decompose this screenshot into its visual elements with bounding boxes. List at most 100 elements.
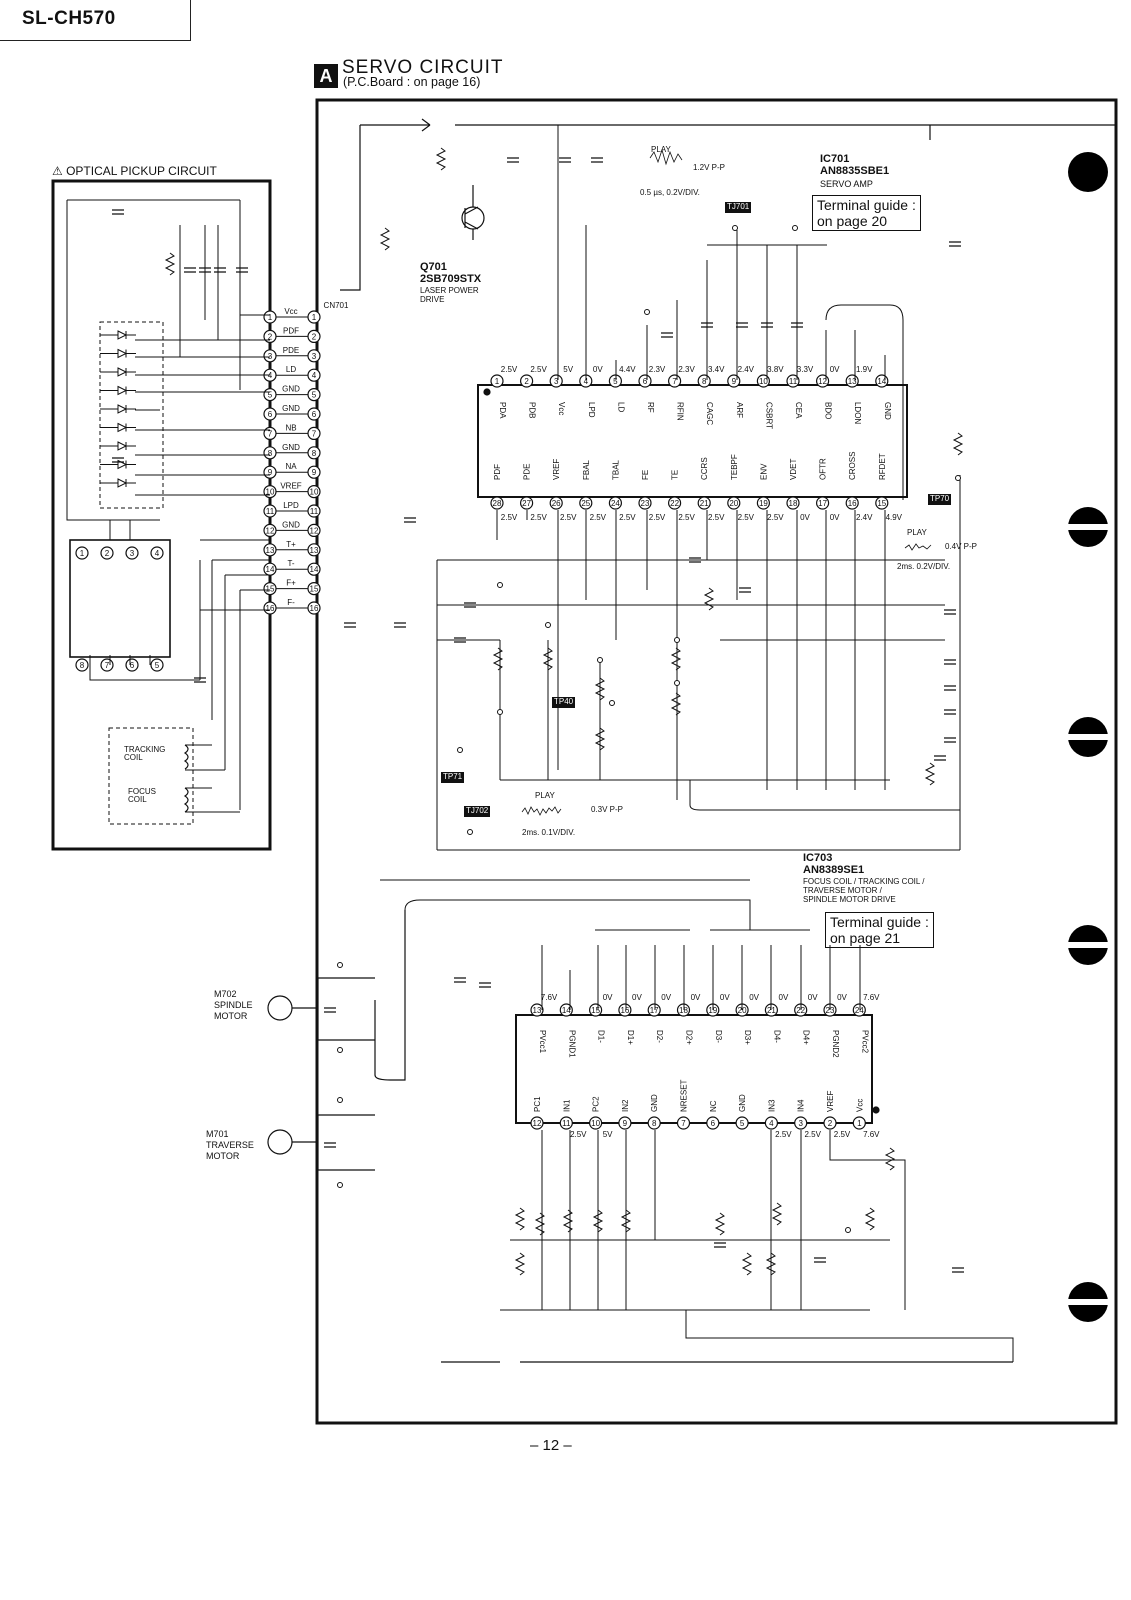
ic701-terminal-guide: Terminal guide :on page 20 [812,195,921,232]
5v-arrow [421,118,431,132]
capacitor-symbol [689,557,701,563]
cn701-pin-right-2-number: 2 [312,332,317,341]
resistor-symbol [379,227,391,251]
cn701-pin-left-9-number: 9 [268,468,273,477]
ic701-pin-voltage: 2.3V [678,365,695,374]
ic703-pin-14-number: 14 [562,1006,571,1015]
ic703-wires [380,879,1014,1362]
punch-hole [1068,925,1108,965]
ic701-pin-16-circle [845,496,859,510]
ic701-pin-label: ENV [759,463,768,480]
ic701-pin1-dot [483,388,491,396]
ic703-pin-9-circle [618,1116,632,1130]
capacitor-symbol [199,267,211,273]
cn701-pin-label: PDF [283,326,299,335]
waveform-1-scale: 0.5 µs, 0.2V/DIV. [640,188,700,197]
tp70-box: TP70 [928,494,952,505]
capacitor-symbol [944,709,956,715]
resistor-symbol [594,727,606,751]
ic703-pin-16-number: 16 [620,1006,629,1015]
ic703-pin-voltage: 2.5V [570,1130,587,1139]
ic701-pin-7-circle [667,374,682,388]
ic703-desc-3: SPINDLE MOTOR DRIVE [803,895,896,904]
capacitor-symbol [736,322,748,328]
capacitor-symbol [194,677,206,683]
ic703-pin-6-number: 6 [711,1119,716,1128]
capacitor-symbol [324,1142,336,1148]
ic701-pin-voltage: 2.5V [619,513,636,522]
ic701-pin-label: GND [883,402,892,420]
cn701-pin-label: T+ [286,540,296,549]
waveform-trace [521,806,562,816]
pickup-ic-pin-1-number: 1 [80,549,85,558]
capacitor-symbol [454,637,466,643]
ic703-pin-voltage: 0V [837,993,847,1002]
section-title: SERVO CIRCUIT [342,57,504,78]
ic703-pin-label: D3- [714,1030,723,1043]
ic703-pin-9-number: 9 [623,1119,628,1128]
ic701-pin-4-number: 4 [584,377,589,386]
cn701-pin-label: PDE [283,346,299,355]
test-point-marker [845,1227,851,1233]
capacitor-symbol [814,1257,826,1263]
motors [267,910,406,1171]
capacitor-symbol [394,622,406,628]
capacitor-symbol [944,659,956,665]
q701-transistor [461,185,485,240]
waveform-1-value: 1.2V P-P [693,163,726,172]
cn701-pin-label: T- [287,559,294,568]
ic703-pin-12-number: 12 [533,1119,542,1128]
ic701-pin-voltage: 2.5V [560,513,577,522]
ic703-pin-12-circle [530,1116,544,1130]
capacitor-symbol [952,1267,964,1273]
ic703-pin-22-number: 22 [796,1006,805,1015]
ic703-pin-24-number: 24 [855,1006,864,1015]
resistor-symbol [924,762,936,786]
diode-symbol [117,441,128,451]
ic701-pin-voltage: 0V [800,513,810,522]
cn701-pin-right-11-number: 11 [310,507,319,516]
cn701-pin-left-13-number: 13 [266,546,275,555]
q701-desc-2: DRIVE [420,295,445,304]
ic703-pin-8-circle [647,1116,661,1130]
ic703-pin-voltage: 2.5V [834,1130,851,1139]
passive-parts [100,147,964,1276]
pickup-ic-pin-3-circle [125,546,139,560]
ic701-pin-6-circle [638,374,652,388]
ic703-pin-label: D2+ [685,1030,694,1045]
capacitor-symbol [479,982,491,988]
cn701-pin-right-15-number: 15 [310,585,319,594]
punch-hole [1068,152,1108,192]
ic703-pin-2-circle [823,1116,837,1130]
ic701-pin-voltage: 2.5V [767,513,784,522]
diode-symbol [117,478,128,488]
resistor-symbol [771,1202,783,1226]
capacitor-symbol [944,737,956,743]
ic701-pin-22-circle [667,496,682,510]
test-point-marker [497,709,503,715]
ic701-pin-22-number: 22 [670,499,679,508]
test-point-marker [497,582,503,588]
ic701-pin-11-circle [786,374,800,388]
test-point-marker [609,700,615,706]
tracking-coil-winding [183,744,189,770]
ic701-pin-label: Vcc [557,402,566,415]
cn701-pin-left-12-number: 12 [266,526,275,535]
ic703-pin-2-number: 2 [828,1119,833,1128]
tp71-box: TP71 [441,772,465,783]
test-point-marker [337,1182,343,1188]
ic701-desc: SERVO AMP [820,179,873,189]
resistor-symbol [534,1212,546,1236]
punch-hole [1068,1282,1108,1322]
cn701-pin-left-14-number: 14 [266,565,275,574]
coils [183,744,189,813]
waveform-3-label: PLAY [535,791,555,800]
cn701-pin-right-14-number: 14 [310,565,319,574]
ic703-body [515,1014,873,1124]
ic703-pin-voltage: 0V [749,993,759,1002]
ic703-pin-14-circle [559,1003,573,1017]
ic703-pin-5-circle [735,1116,749,1130]
cn701-pin-left-5-number: 5 [268,391,273,400]
